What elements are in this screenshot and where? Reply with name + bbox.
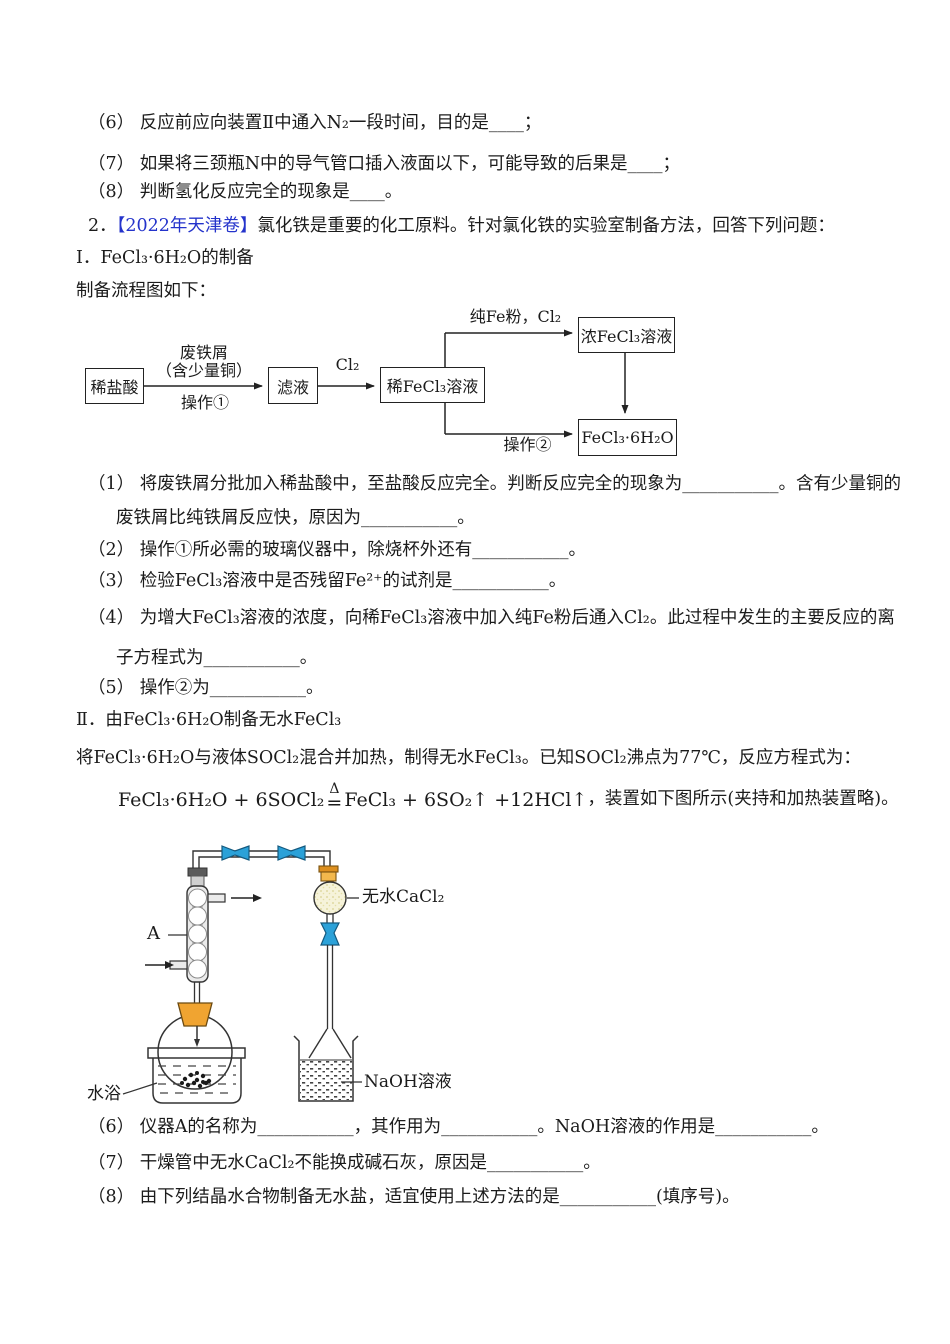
question-1-line2: 废铁屑比纯铁屑反应快，原因为___________。 (116, 508, 475, 528)
bath-water-dashes (158, 1065, 236, 1094)
prev-question-6: （6） 反应前应向装置Ⅱ中通入N₂一段时间，目的是____； (88, 113, 542, 133)
prev-question-7: （7） 如果将三颈瓶N中的导气管口插入液面以下，可能导致的后果是____； (88, 154, 681, 174)
water-bath (147, 1047, 246, 1104)
long-delivery-tube (326, 945, 334, 1029)
flow-label-scrap-iron: 废铁屑 (179, 343, 228, 362)
pinch-clamp-left (221, 845, 250, 861)
inner-tube-tip (194, 1026, 200, 1047)
pinch-clamp-right (277, 845, 306, 861)
solid-sample-dots (180, 1071, 212, 1089)
question-2-header: 2．【2022年天津卷】氯化铁是重要的化工原料。针对氯化铁的实验室制备方法，回答… (88, 215, 835, 238)
flow-label-copper-note: （含少量铜） (155, 361, 252, 380)
flowchart-connectors (142, 329, 629, 438)
equation-tail: ，装置如下图所示(夹持和加热装置略)。 (587, 789, 899, 809)
flow-box-filtrate: 滤液 (268, 367, 318, 404)
distillation-apparatus-diagram: A 无水CaCl₂ NaOH溶液 水浴 (85, 835, 505, 1120)
drying-bulb (313, 865, 347, 915)
part2-heading: Ⅱ．由FeCl₃·6H₂O制备无水FeCl₃ (76, 710, 342, 730)
naoh-solution (300, 1060, 352, 1100)
inverted-funnel (308, 1028, 352, 1059)
apparatus-label-a: A (147, 923, 160, 944)
stopcock-valve (320, 922, 340, 946)
flask-neck-tube (193, 982, 201, 1004)
equation-left: FeCl₃·6H₂O + 6SOCl₂ (118, 789, 325, 811)
flow-label-operation1: 操作① (180, 393, 229, 412)
bulb-neck (326, 914, 334, 923)
flow-box-dilute-fecl3: 稀FeCl₃溶液 (380, 367, 485, 403)
flow-box-conc-fecl3: 浓FeCl₃溶液 (578, 317, 675, 353)
apparatus-label-cacl2: 无水CaCl₂ (362, 887, 445, 907)
part2-paragraph: 将FeCl₃·6H₂O与液体SOCl₂混合并加热，制得无水FeCl₃。已知SOC… (76, 748, 861, 768)
question-6-line: （6） 仪器A的名称为___________，其作用为___________。N… (88, 1117, 829, 1137)
water-out-arrow (231, 894, 262, 902)
question-2-intro: 氯化铁是重要的化工原料。针对氯化铁的实验室制备方法，回答下列问题： (257, 216, 835, 236)
beaker (293, 1035, 359, 1102)
flow-box-dilute-hcl: 稀盐酸 (85, 368, 144, 404)
question-4-line2: 子方程式为___________。 (116, 648, 318, 668)
question-1-line1: （1） 将废铁屑分批加入稀盐酸中，至盐酸反应完全。判断反应完全的现象为_____… (88, 474, 901, 494)
question-2-number: 2． (88, 216, 117, 236)
question-2-line: （2） 操作①所必需的玻璃仪器中，除烧杯外还有___________。 (88, 540, 586, 560)
water-in-arrow (145, 961, 174, 969)
question-2-source-tag: 【2022年天津卷】 (116, 216, 258, 236)
preparation-flowchart: 稀盐酸 滤液 稀FeCl₃溶液 浓FeCl₃溶液 FeCl₃·6H₂O 废铁屑 … (80, 303, 690, 463)
apparatus-label-naoh: NaOH溶液 (364, 1072, 452, 1092)
delta-symbol: Δ (329, 781, 340, 797)
flask-stopper (177, 1002, 213, 1027)
flow-intro: 制备流程图如下： (76, 281, 216, 301)
question-5-line: （5） 操作②为___________。 (88, 678, 324, 698)
reaction-equation: FeCl₃·6H₂O + 6SOCl₂ Δ = FeCl₃ + 6SO₂↑ +1… (118, 781, 899, 814)
connecting-tube (192, 850, 331, 868)
apparatus-drawing (122, 845, 362, 1104)
equals-sign: = (326, 792, 343, 814)
flow-label-fe-cl2: 纯Fe粉，Cl₂ (469, 307, 562, 326)
apparatus-label-bath: 水浴 (87, 1084, 121, 1104)
equation-right: FeCl₃ + 6SO₂↑ +12HCl↑ (344, 789, 588, 811)
flow-label-operation2: 操作② (503, 435, 552, 454)
condenser (169, 867, 226, 983)
equation-delta-over-equals: Δ = (326, 781, 343, 814)
question-8-line: （8） 由下列结晶水合物制备无水盐，适宜使用上述方法的是___________(… (88, 1187, 740, 1207)
question-4-line1: （4） 为增大FeCl₃溶液的浓度，向稀FeCl₃溶液中加入纯Fe粉后通入Cl₂… (88, 608, 895, 628)
part1-heading: Ⅰ．FeCl₃·6H₂O的制备 (76, 248, 254, 268)
flow-box-product: FeCl₃·6H₂O (578, 419, 677, 456)
question-3-line: （3） 检验FeCl₃溶液中是否残留Fe²⁺的试剂是___________。 (88, 571, 567, 591)
question-7-line: （7） 干燥管中无水CaCl₂不能换成碱石灰，原因是___________。 (88, 1153, 601, 1173)
bath-label-pointer (122, 1082, 158, 1095)
prev-question-8: （8） 判断氢化反应完全的现象是____。 (88, 182, 403, 202)
flow-label-cl2: Cl₂ (335, 355, 360, 374)
